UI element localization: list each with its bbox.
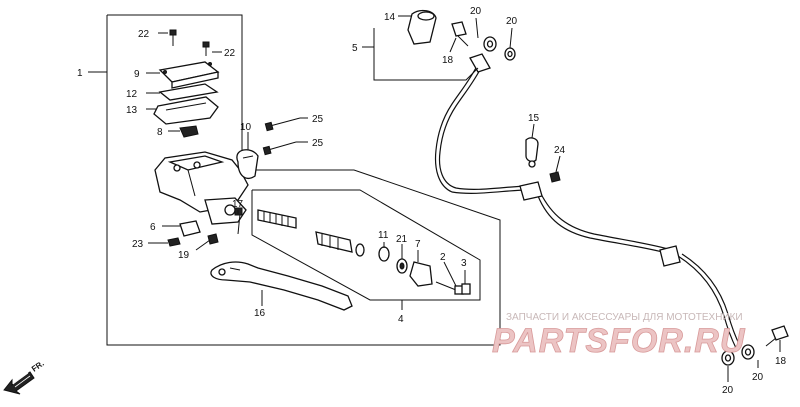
boot-7 [409, 261, 433, 287]
banjo-bolt-18-top [451, 21, 469, 47]
callout-16: 16 [254, 308, 266, 319]
callout-12: 12 [126, 89, 138, 100]
front-direction-arrow: FR. [3, 359, 46, 395]
clamp-holder-10 [236, 149, 259, 179]
front-direction-label: FR. [30, 359, 46, 374]
callout-18-bottom: 18 [775, 356, 787, 367]
float-8 [179, 125, 199, 138]
callout-21: 21 [396, 234, 408, 245]
hose-clamp-15 [525, 137, 539, 168]
clamp-bolt-24 [549, 171, 561, 183]
callout-13: 13 [126, 105, 138, 116]
washer-20-b [504, 47, 516, 61]
washer-20-a [483, 36, 497, 52]
assembly-frame [88, 14, 501, 346]
hose-joint-middle [519, 181, 681, 267]
screw-22-b [202, 41, 210, 56]
callout-11: 11 [378, 230, 389, 241]
clutch-lever-16 [210, 261, 353, 311]
callout-19: 19 [178, 250, 190, 261]
callout-1: 1 [77, 68, 83, 79]
callout-labels: 1 22 22 9 12 13 8 10 25 25 6 23 19 17 11… [77, 6, 787, 396]
callout-20-b: 20 [506, 16, 518, 27]
banjo-bolt-18-bottom [765, 325, 789, 347]
bolt-25-b [262, 141, 297, 156]
screw-23 [167, 237, 181, 247]
cap-plate-12 [158, 83, 219, 101]
banjo-cover-14 [407, 9, 437, 45]
clutch-hose [434, 63, 741, 349]
callout-4: 4 [398, 314, 404, 325]
diaphragm-13 [153, 96, 219, 125]
callout-25-a: 25 [312, 114, 324, 125]
callout-20-d: 20 [752, 372, 764, 383]
leader-lines [146, 15, 781, 382]
callout-20-c: 20 [722, 385, 734, 396]
callout-14: 14 [384, 12, 396, 23]
callout-5: 5 [352, 43, 358, 54]
callout-15: 15 [528, 113, 540, 124]
screw-22-a [169, 29, 177, 46]
spring-kit [257, 209, 365, 257]
push-rod-2 [435, 281, 464, 295]
callout-22-a: 22 [138, 29, 150, 40]
hose-fitting-top [469, 53, 491, 73]
watermark-caption: ЗАПЧАСТИ И АКСЕССУАРЫ ДЛЯ МОТОТЕХНИКИ [506, 312, 743, 323]
callout-18-top: 18 [442, 55, 454, 66]
callout-25-b: 25 [312, 138, 324, 149]
washer-20-d [741, 344, 755, 360]
callout-8: 8 [157, 127, 163, 138]
watermark: ЗАПЧАСТИ И АКСЕССУАРЫ ДЛЯ МОТОТЕХНИКИ PA… [492, 312, 746, 360]
callout-2: 2 [440, 252, 446, 263]
callout-7: 7 [415, 239, 421, 250]
callout-9: 9 [134, 69, 140, 80]
callout-24: 24 [554, 145, 566, 156]
washer-11 [378, 246, 390, 262]
callout-17: 17 [232, 199, 244, 210]
callout-20-a: 20 [470, 6, 482, 17]
reservoir-cap-9 [158, 61, 220, 89]
pivot-nut-19 [207, 233, 219, 245]
callout-23: 23 [132, 239, 144, 250]
callout-6: 6 [150, 222, 156, 233]
bolt-25-a [264, 117, 301, 132]
callout-3: 3 [461, 258, 467, 269]
clip-21 [396, 258, 408, 274]
piston-kit-frame [251, 189, 481, 310]
master-cylinder-body [154, 151, 249, 225]
callout-22-b: 22 [224, 48, 236, 59]
switch-6 [179, 220, 201, 237]
callout-10: 10 [240, 122, 252, 133]
nut-3 [461, 283, 471, 295]
watermark-brand: PARTSFOR.RU [492, 322, 746, 360]
washer-20-c [721, 350, 735, 366]
